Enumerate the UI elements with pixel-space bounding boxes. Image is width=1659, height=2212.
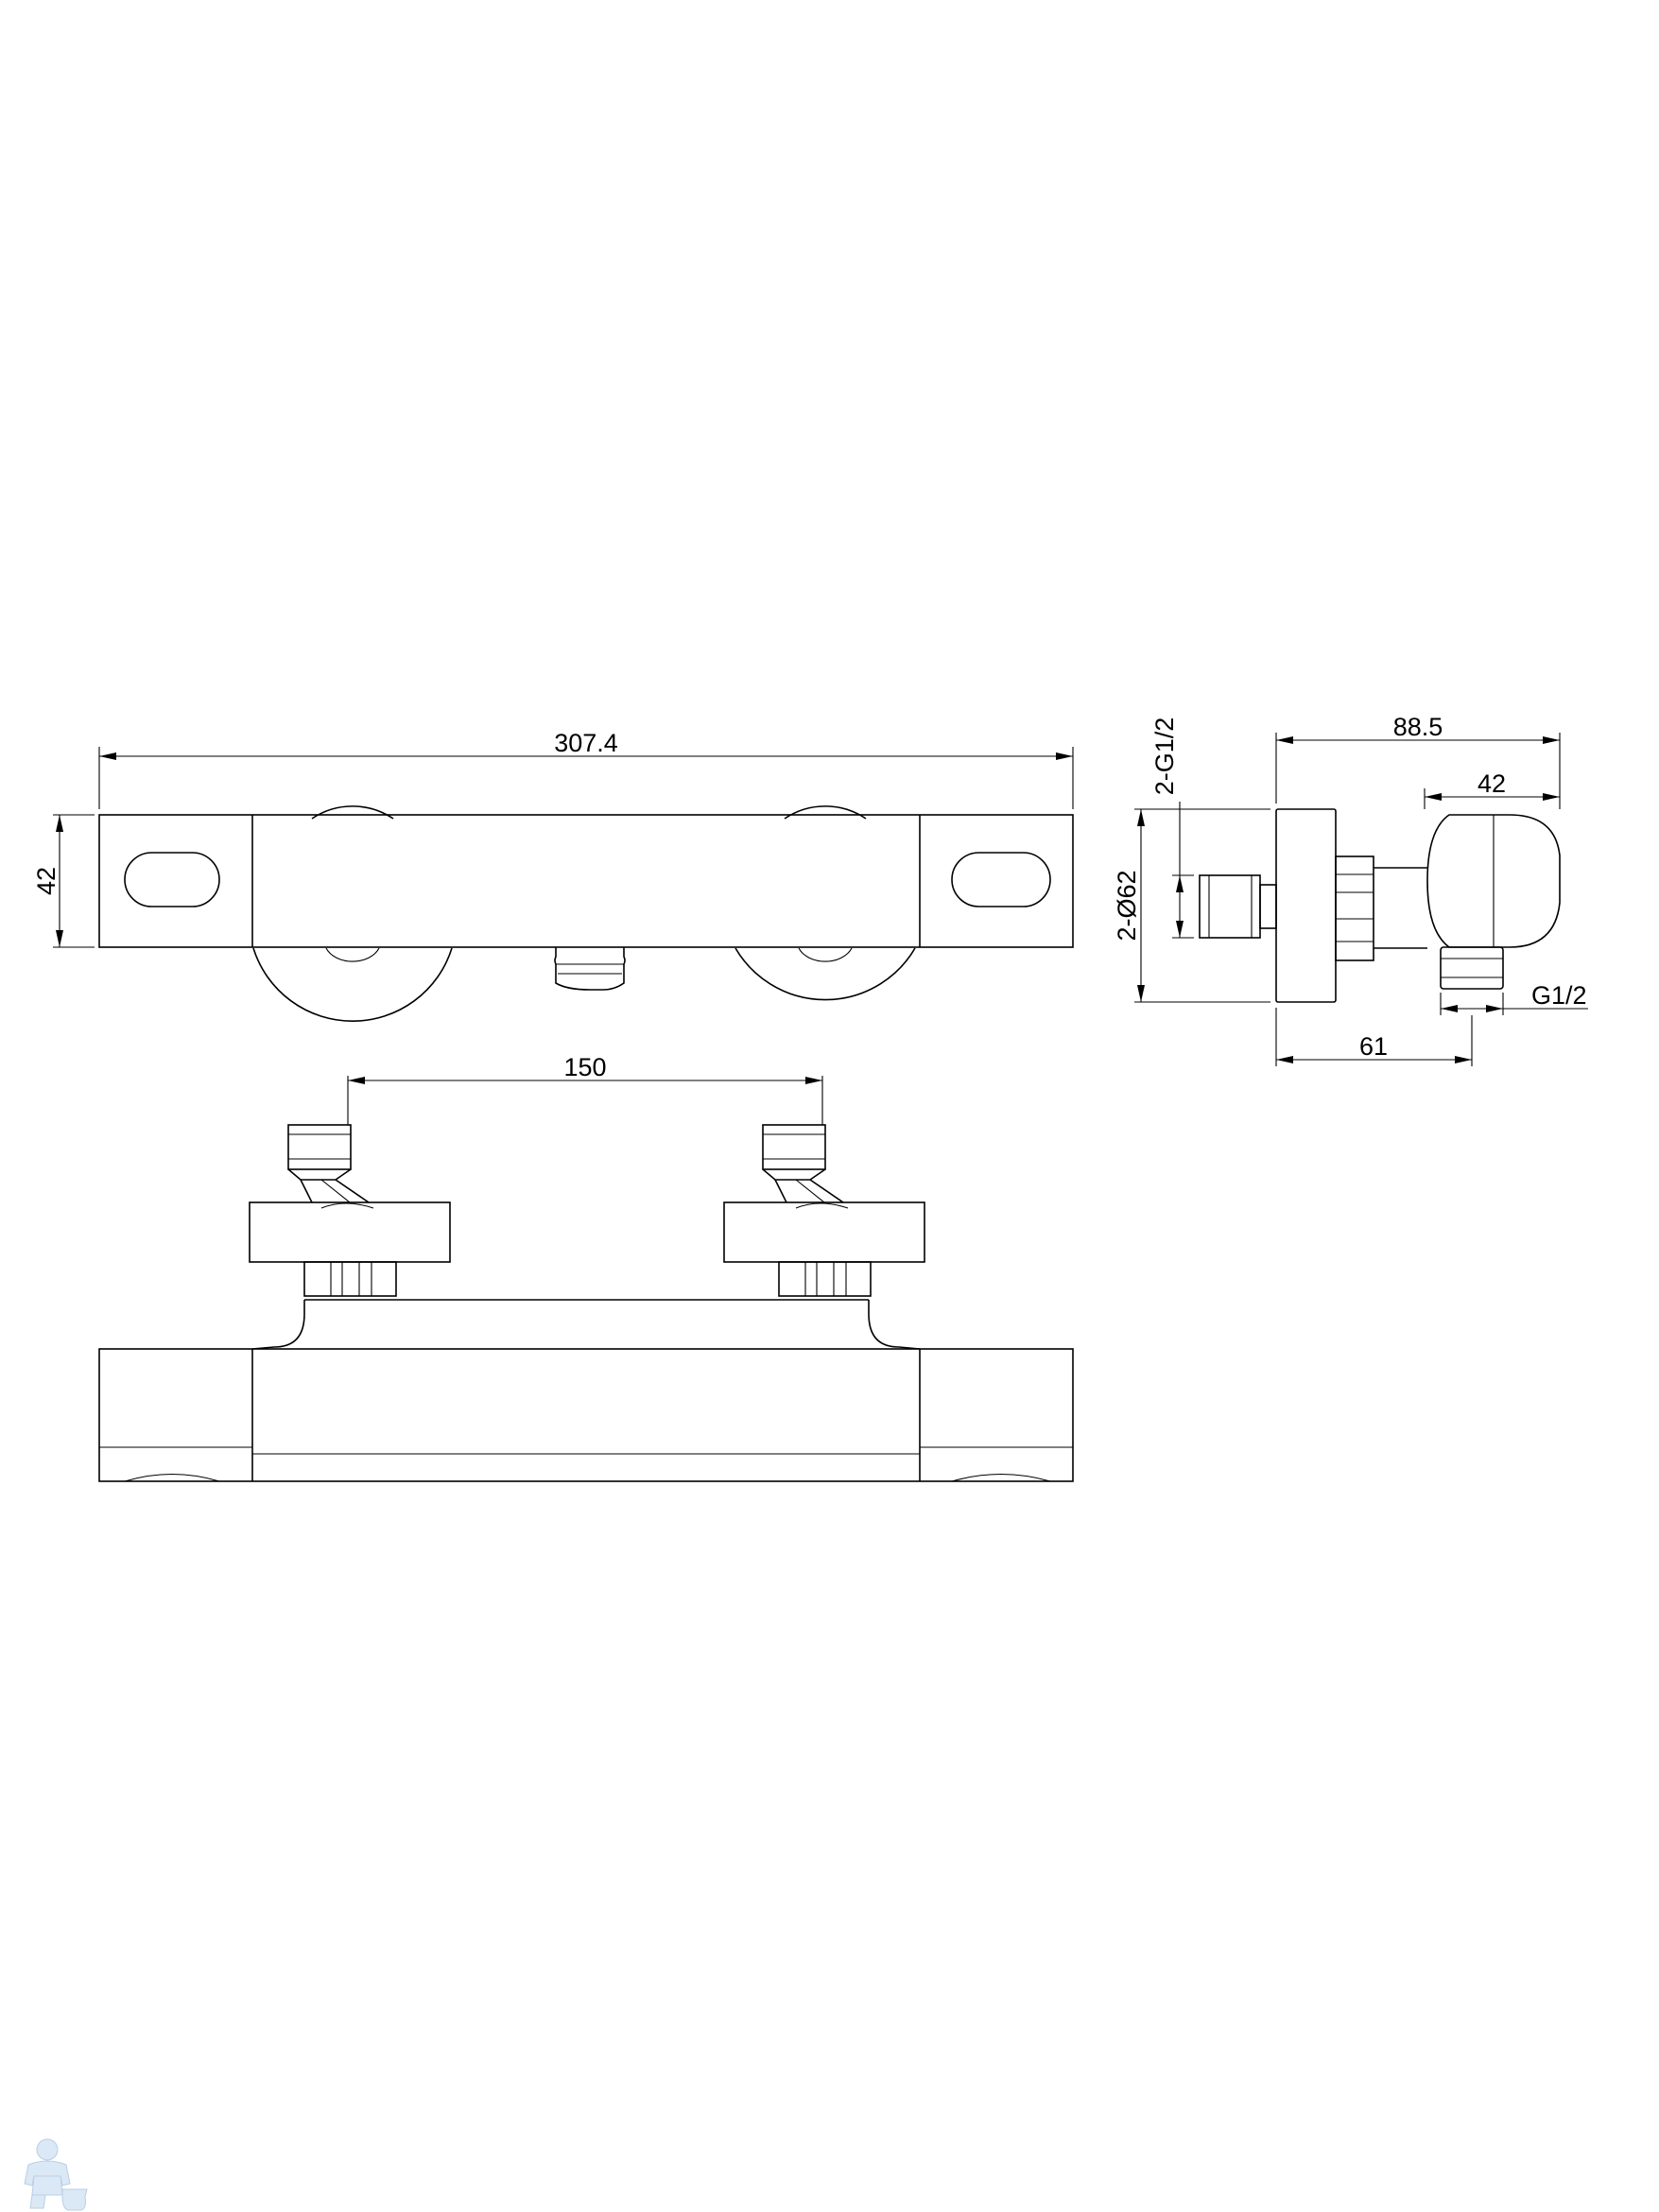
- front-right-flange-bottom: [734, 947, 916, 1001]
- dim-side-depth: [1275, 733, 1561, 809]
- front-right-handle-slot: [951, 852, 1051, 907]
- top-right-inlet: [723, 1124, 925, 1297]
- top-left-nut: [303, 1261, 397, 1297]
- front-outlet-nut: [554, 947, 626, 991]
- dim-front-height: [53, 814, 95, 948]
- side-inlet-connector: [1199, 874, 1277, 939]
- top-right-nut: [778, 1261, 872, 1297]
- top-left-inlet: [249, 1124, 451, 1297]
- dim-side-body-depth: [1424, 788, 1560, 809]
- front-view: 307.4 42: [32, 729, 1074, 1023]
- dim-front-height-label: 42: [32, 867, 60, 895]
- dim-inlet-spacing-label: 150: [563, 1053, 606, 1081]
- dim-side-inlet-thread-label: 2-G1/2: [1150, 717, 1179, 796]
- dim-overall-length-label: 307.4: [554, 729, 618, 757]
- side-view: 88.5 42 2-G1/2 2-Ø62: [1113, 713, 1588, 1066]
- side-hex-nut: [1335, 855, 1427, 961]
- top-body: [98, 1348, 1074, 1482]
- dim-side-depth-label: 88.5: [1393, 713, 1443, 741]
- dim-side-outlet-offset-label: 61: [1359, 1032, 1388, 1061]
- dim-side-outlet-thread-label: G1/2: [1531, 981, 1587, 1010]
- dim-side-outlet-offset: [1275, 1008, 1473, 1066]
- top-right-flange: [723, 1201, 925, 1263]
- front-right-flange-hub: [798, 947, 853, 962]
- dim-side-inlet-thread: [1172, 802, 1194, 939]
- side-wall-flange: [1275, 808, 1337, 1003]
- dim-overall-length: [98, 747, 1074, 809]
- side-body: [1426, 814, 1561, 948]
- top-left-slot-edge: [124, 1474, 220, 1482]
- top-left-neck: [251, 1300, 305, 1350]
- front-body: [98, 814, 1074, 948]
- front-left-flange-bottom: [252, 947, 453, 1023]
- dim-side-flange-dia: [1134, 808, 1270, 1003]
- dim-side-flange-dia-label: 2-Ø62: [1113, 870, 1141, 941]
- top-left-flange: [249, 1201, 451, 1263]
- top-view: 150: [98, 1053, 1074, 1482]
- front-right-flange-top: [784, 805, 867, 820]
- dim-side-outlet-thread: [1440, 993, 1588, 1015]
- dim-inlet-spacing: [347, 1076, 823, 1125]
- side-outlet-nut: [1440, 946, 1504, 990]
- plumber-figure-icon: [24, 2138, 88, 2211]
- front-left-flange-top: [311, 805, 394, 820]
- dim-side-body-depth-label: 42: [1478, 769, 1506, 798]
- front-left-handle-slot: [124, 852, 220, 907]
- top-right-slot-edge: [951, 1474, 1051, 1482]
- top-right-neck: [868, 1300, 921, 1350]
- front-left-flange-hub: [325, 947, 380, 962]
